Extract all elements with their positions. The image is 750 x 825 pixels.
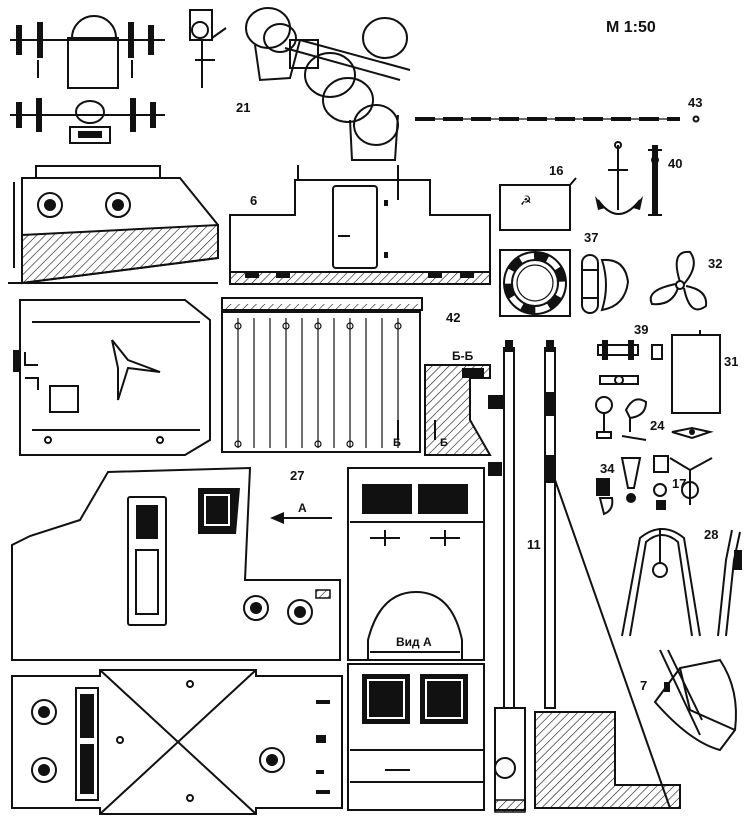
part-number-16: 16 — [549, 163, 563, 178]
deckhouse-front-view-6 — [229, 165, 491, 285]
view-arrow-label: А — [298, 501, 307, 515]
wheelhouse-roof-plan — [11, 669, 343, 815]
forward-deckhouse-side-view — [8, 165, 219, 285]
part-number-24: 24 — [650, 418, 665, 433]
winch-top-view — [10, 98, 165, 144]
life-ring-37 — [499, 249, 571, 317]
anchor — [595, 141, 643, 215]
part-number-43: 43 — [688, 95, 702, 110]
part-number-21: 21 — [236, 100, 250, 115]
flag-emblem: ☭ — [520, 194, 532, 209]
wheelhouse-side-view — [11, 466, 341, 661]
blocks-17 — [620, 455, 713, 510]
fender-37 — [581, 254, 599, 314]
flag-16 — [499, 177, 577, 231]
section-label: Б-Б — [452, 349, 474, 363]
section-cut-marks — [397, 420, 436, 440]
part-number-28: 28 — [704, 527, 718, 542]
section-mark-right: Б — [440, 437, 448, 449]
wheelhouse-front-view — [347, 467, 485, 661]
part-number-37: 37 — [584, 230, 598, 245]
section-mark-left: Б — [393, 437, 401, 449]
box-31 — [671, 330, 721, 414]
boat-davit-7 — [653, 649, 737, 752]
deck-grating-42 — [221, 297, 423, 453]
winch-side-view — [189, 9, 227, 88]
part-number-11: 11 — [527, 537, 541, 552]
part-number-40: 40 — [668, 156, 682, 171]
searchlight-24 — [595, 396, 714, 441]
part-number-42: 42 — [446, 310, 460, 325]
boom-40 — [648, 145, 662, 216]
mast-11-left — [488, 340, 526, 813]
part-number-17: 17 — [672, 476, 686, 491]
winch-perspective — [245, 7, 411, 161]
rod-43 — [415, 115, 700, 123]
part-number-39: 39 — [634, 322, 648, 337]
part-number-7: 7 — [640, 678, 647, 693]
mast-11-right — [534, 340, 681, 809]
section-b-b — [424, 364, 492, 456]
winch-front-view — [10, 15, 165, 89]
fender-side-37 — [600, 258, 630, 312]
scale-label: М 1:50 — [606, 19, 656, 36]
view-label: Вид А — [396, 635, 432, 649]
part-number-32: 32 — [708, 256, 722, 271]
bollard-39 — [597, 340, 663, 385]
cleats-34 — [596, 478, 614, 516]
wheelhouse-rear-view — [347, 663, 485, 811]
part-number-31: 31 — [724, 354, 738, 369]
part-number-6: 6 — [250, 193, 257, 208]
part-number-27: 27 — [290, 468, 304, 483]
deckhouse-roof-plan — [13, 299, 211, 456]
gantry-28 — [621, 528, 742, 637]
part-number-34: 34 — [600, 461, 615, 476]
propeller-32 — [649, 250, 708, 311]
